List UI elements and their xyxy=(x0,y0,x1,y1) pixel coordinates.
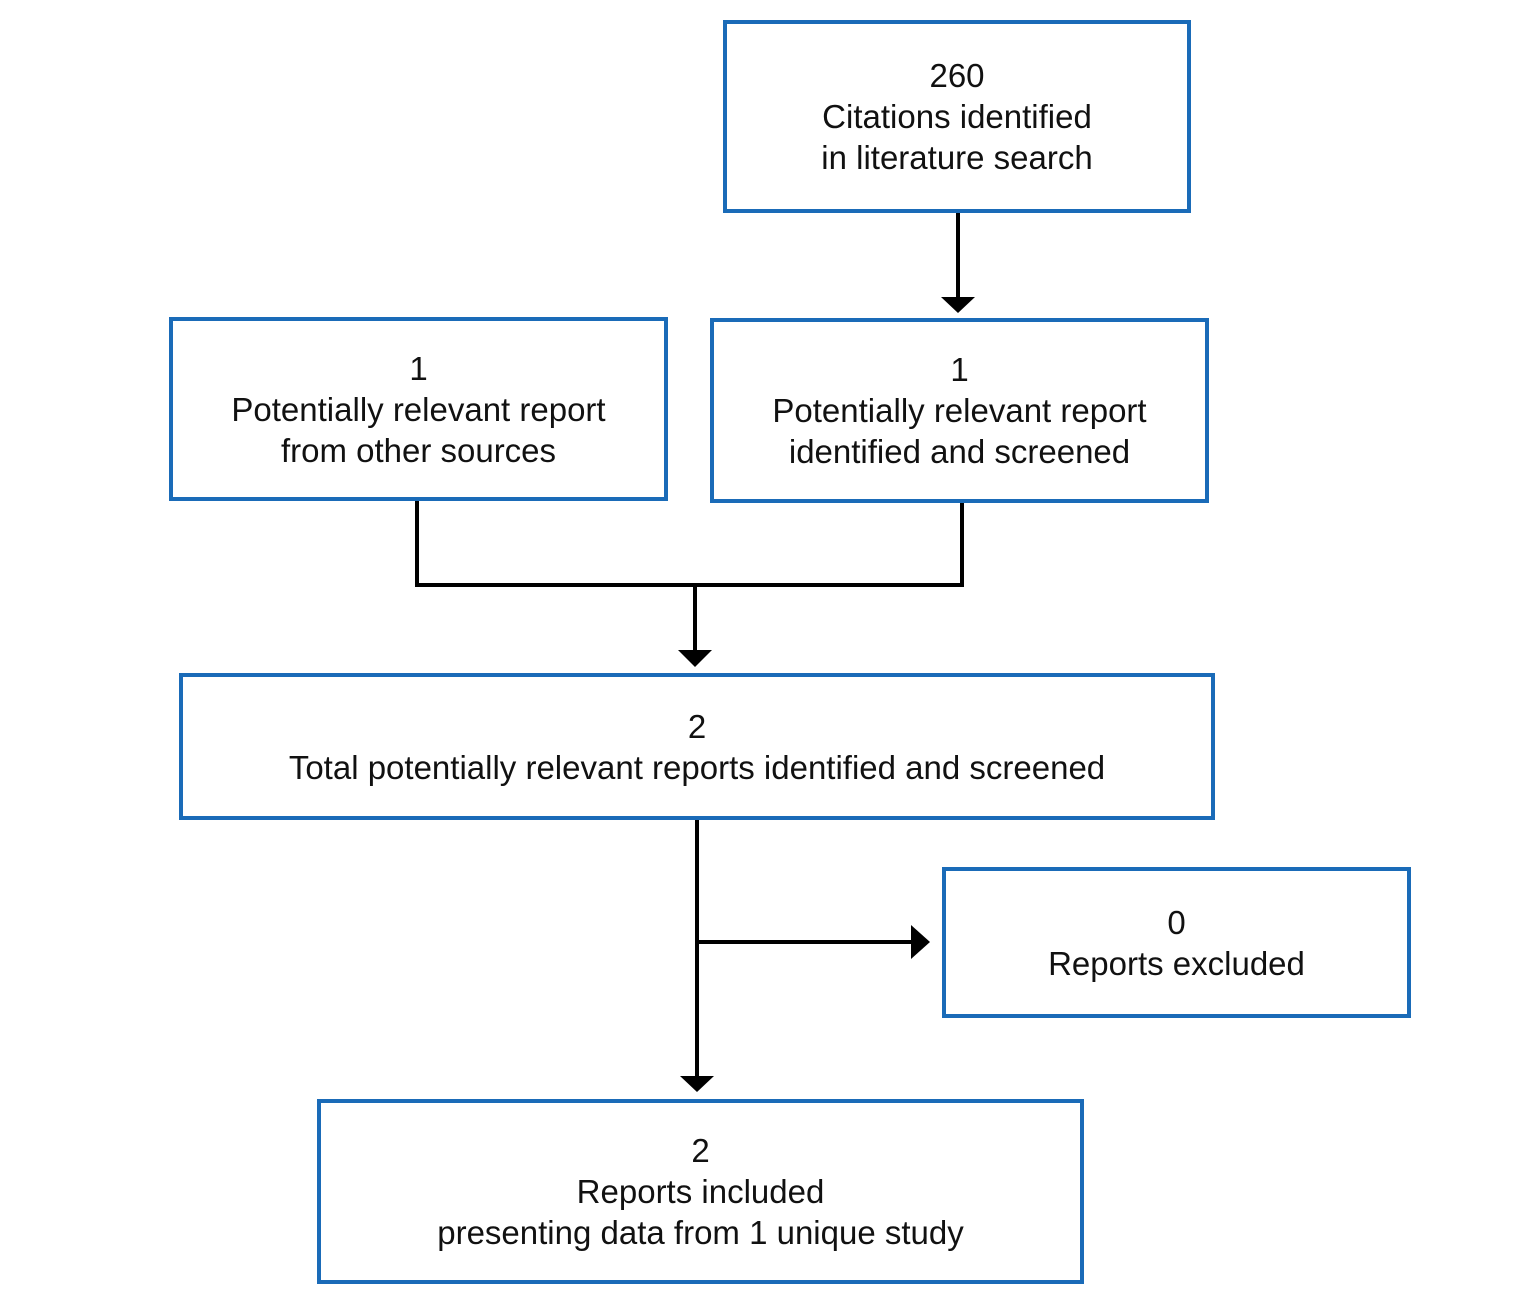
other-sources-label-line2: from other sources xyxy=(280,431,557,469)
excluded-label: Reports excluded xyxy=(1048,944,1305,982)
total-box: 2 Total potentially relevant reports ide… xyxy=(179,673,1215,820)
citations-label-line1: Citations identified xyxy=(822,98,1092,135)
included-count: 2 xyxy=(691,1132,710,1169)
other-sources-box: 1 Potentially relevant report from other… xyxy=(169,317,668,501)
arrowhead-down-total xyxy=(678,650,712,667)
screened-box: 1 Potentially relevant report identified… xyxy=(710,318,1209,503)
arrowhead-down-screened xyxy=(941,297,975,313)
included-box: 2 Reports included presenting data from … xyxy=(317,1099,1084,1284)
screened-label-line2: identified and screened xyxy=(788,433,1131,470)
screened-label-line1: Potentially relevant report xyxy=(772,392,1147,429)
arrowhead-down-included xyxy=(680,1076,714,1092)
citations-box: 260 Citations identified in literature s… xyxy=(723,20,1191,213)
included-label-line1: Reports included xyxy=(576,1173,825,1210)
total-label: Total potentially relevant reports ident… xyxy=(288,748,1106,786)
connector-merge xyxy=(415,500,964,587)
arrowhead-right-excluded xyxy=(911,925,930,959)
other-sources-label-line1: Potentially relevant report xyxy=(231,390,606,428)
included-label-line2: presenting data from 1 unique study xyxy=(437,1214,964,1251)
excluded-box: 0 Reports excluded xyxy=(942,867,1411,1018)
citations-label-line2: in literature search xyxy=(821,139,1093,176)
screened-count: 1 xyxy=(950,351,969,388)
excluded-count: 0 xyxy=(1167,903,1186,941)
other-sources-count: 1 xyxy=(409,349,428,387)
total-count: 2 xyxy=(687,707,707,745)
citations-count: 260 xyxy=(929,57,985,94)
